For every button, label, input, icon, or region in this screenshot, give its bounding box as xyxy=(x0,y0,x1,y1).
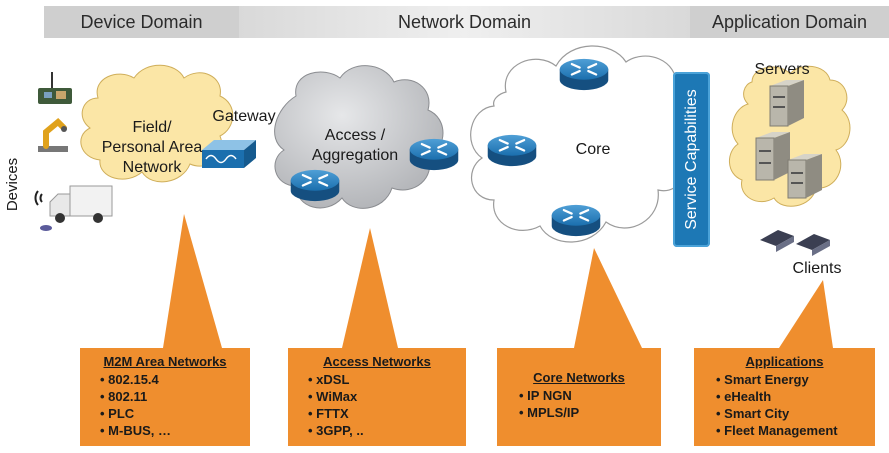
truck-icon xyxy=(40,185,113,231)
list-item: xDSL xyxy=(308,371,458,388)
list-item: 3GPP, .. xyxy=(308,422,458,439)
apps-box-list: Smart Energy eHealth Smart City Fleet Ma… xyxy=(704,371,865,439)
apps-box-title: Applications xyxy=(745,354,824,369)
servers-label: Servers xyxy=(754,61,810,78)
list-item: Smart Energy xyxy=(716,371,865,388)
access-router-1-icon xyxy=(289,168,341,203)
service-capabilities-label: Service Capabilities xyxy=(683,89,700,230)
access-aggregation-label: Access / Aggregation xyxy=(311,127,399,164)
application-domain-header: Application Domain xyxy=(690,6,889,38)
service-capabilities-bar: Service Capabilities xyxy=(673,72,710,247)
list-item: M-BUS, … xyxy=(100,422,242,439)
core-callout-pointer xyxy=(574,248,642,348)
list-item: PLC xyxy=(100,405,242,422)
device-domain-title: Device Domain xyxy=(80,11,203,32)
server-icon-1 xyxy=(769,80,804,127)
core-router-bottom-icon xyxy=(550,203,602,238)
list-item: WiMax xyxy=(308,388,458,405)
m2m-box-list: 802.15.4 802.11 PLC M-BUS, … xyxy=(88,371,242,439)
list-item: FTTX xyxy=(308,405,458,422)
list-item: Smart City xyxy=(716,405,865,422)
core-cloud xyxy=(470,45,696,243)
list-item: eHealth xyxy=(716,388,865,405)
access-networks-box: Access Networks xDSL WiMax FTTX 3GPP, .. xyxy=(288,348,466,446)
gateway-label: Gateway xyxy=(212,108,276,125)
applications-box: Applications Smart Energy eHealth Smart … xyxy=(694,348,875,446)
list-item: MPLS/IP xyxy=(519,404,651,421)
list-item: 802.15.4 xyxy=(100,371,242,388)
list-item: Fleet Management xyxy=(716,422,865,439)
robot-arm-icon xyxy=(38,117,68,152)
m2m-callout-pointer xyxy=(163,214,222,348)
access-box-title: Access Networks xyxy=(323,354,431,369)
client-laptop-icon-2 xyxy=(796,234,830,256)
m2m-box-title: M2M Area Networks xyxy=(103,354,227,369)
core-label: Core xyxy=(575,141,611,158)
wireless-signal-icon xyxy=(34,190,43,206)
core-box-title: Core Networks xyxy=(533,370,625,385)
list-item: 802.11 xyxy=(100,388,242,405)
devices-label: Devices xyxy=(4,157,22,212)
list-item: IP NGN xyxy=(519,387,651,404)
core-router-left-icon xyxy=(486,133,538,168)
core-box-list: IP NGN MPLS/IP xyxy=(507,387,651,421)
field-network-label: Field/ Personal Area Network xyxy=(101,119,203,176)
application-domain-title: Application Domain xyxy=(711,11,868,32)
apps-callout-pointer xyxy=(779,280,833,348)
clients-label: Clients xyxy=(792,260,842,277)
device-domain-header: Device Domain xyxy=(44,6,239,38)
network-domain-header: Network Domain xyxy=(239,6,690,38)
server-icon-2 xyxy=(755,132,790,181)
network-domain-title: Network Domain xyxy=(397,11,532,32)
gateway-device-icon xyxy=(202,140,256,168)
access-box-list: xDSL WiMax FTTX 3GPP, .. xyxy=(296,371,458,439)
core-networks-box: Core Networks IP NGN MPLS/IP xyxy=(497,348,661,446)
access-router-2-icon xyxy=(408,137,460,172)
sensor-board-icon xyxy=(38,72,72,104)
core-router-top-icon xyxy=(558,57,610,92)
client-laptop-icon-1 xyxy=(760,230,794,252)
access-callout-pointer xyxy=(342,228,398,348)
m2m-area-networks-box: M2M Area Networks 802.15.4 802.11 PLC M-… xyxy=(80,348,250,446)
server-icon-3 xyxy=(787,154,822,199)
